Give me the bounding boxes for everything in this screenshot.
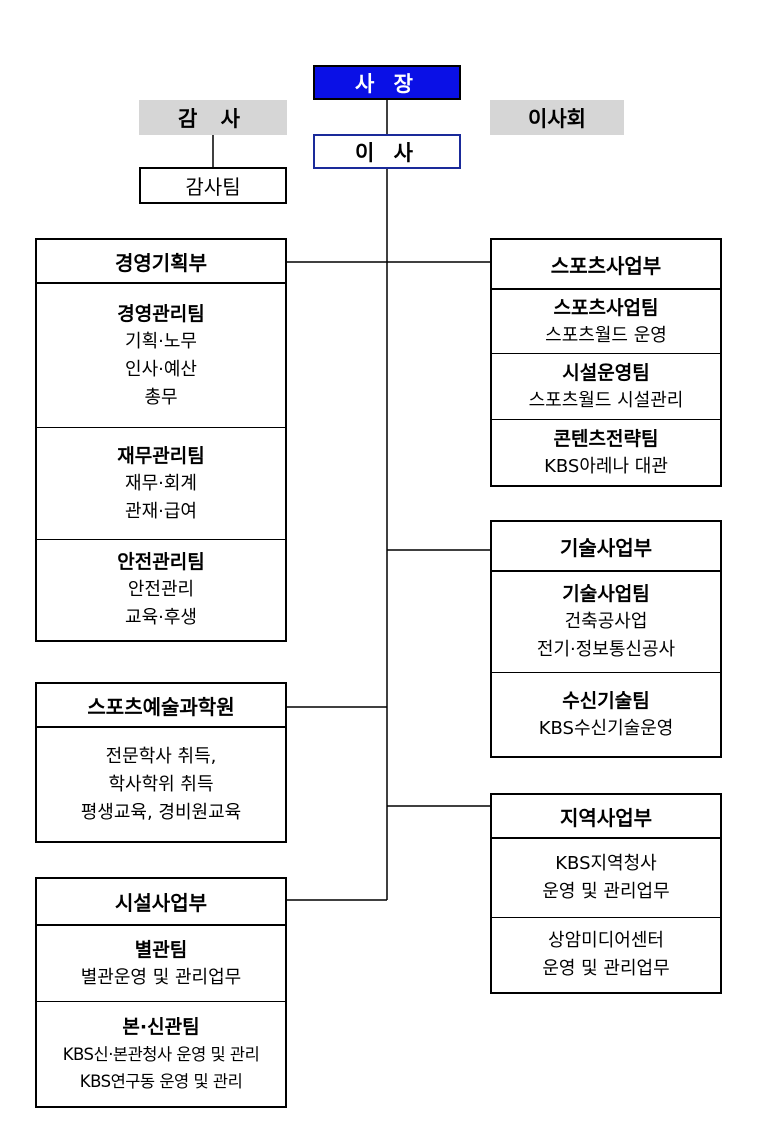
team-duty: 평생교육, 경비원교육 [80, 801, 242, 823]
team-duty: 교육·후생 [125, 607, 197, 628]
team-name: 기술사업팀 [562, 583, 650, 605]
team-duty: KBS신·본관청사 운영 및 관리 [62, 1045, 260, 1064]
team-name: 수신기술팀 [562, 689, 650, 712]
team-name: 콘텐츠전략팀 [553, 427, 659, 450]
team-duty: 총무 [144, 386, 178, 408]
sports-business-dept: 스포츠사업부 스포츠사업팀 스포츠월드 운영 시설운영팀 스포츠월드 시설관리 … [490, 238, 722, 487]
team-duty: 전문학사 취득, [105, 745, 217, 767]
sports-arts-academy: 스포츠예술과학원 전문학사 취득, 학사학위 취득 평생교육, 경비원교육 [35, 682, 287, 843]
team-duty: 운영 및 관리업무 [542, 881, 670, 902]
team-box: 상암미디어센터 운영 및 관리업무 [492, 918, 720, 992]
dept-name: 지역사업부 [492, 795, 720, 839]
team-name: 스포츠사업팀 [553, 296, 659, 319]
ceo-box: 사 장 [313, 65, 461, 100]
team-duty: KBS아레나 대관 [544, 455, 668, 477]
team-duty: 스포츠월드 운영 [545, 324, 667, 346]
team-duty: 운영 및 관리업무 [542, 958, 670, 979]
team-name: 안전관리팀 [117, 551, 205, 573]
management-planning-dept: 경영기획부 경영관리팀 기획·노무 인사·예산 총무 재무관리팀 재무·회계 관… [35, 238, 287, 642]
team-box: 기술사업팀 건축공사업 전기·정보통신공사 [492, 572, 720, 673]
team-box: 콘텐츠전략팀 KBS아레나 대관 [492, 420, 720, 485]
team-box: 수신기술팀 KBS수신기술운영 [492, 673, 720, 756]
team-duty: 인사·예산 [125, 358, 197, 380]
facility-business-dept: 시설사업부 별관팀 별관운영 및 관리업무 본·신관팀 KBS신·본관청사 운영… [35, 877, 287, 1108]
team-duty: KBS지역청사 [555, 853, 657, 874]
team-name: 재무관리팀 [117, 444, 205, 467]
team-duty: 상암미디어센터 [548, 930, 664, 951]
team-name: 본·신관팀 [122, 1016, 200, 1038]
auditor-box: 감 사 [139, 100, 287, 135]
director-box: 이 사 [313, 134, 461, 169]
dept-name: 경영기획부 [37, 240, 285, 284]
team-duty: KBS수신기술운영 [538, 717, 674, 739]
team-box: 본·신관팀 KBS신·본관청사 운영 및 관리 KBS연구동 운영 및 관리 [37, 1002, 285, 1106]
team-box: 시설운영팀 스포츠월드 시설관리 [492, 354, 720, 420]
board-box: 이사회 [490, 100, 624, 135]
team-duty: 관재·급여 [125, 500, 197, 522]
audit-team-box: 감사팀 [139, 167, 287, 204]
team-duty: 별관운영 및 관리업무 [80, 966, 242, 988]
dept-name: 스포츠사업부 [492, 240, 720, 290]
team-box: 별관팀 별관운영 및 관리업무 [37, 926, 285, 1002]
team-box: KBS지역청사 운영 및 관리업무 [492, 839, 720, 918]
team-box: 전문학사 취득, 학사학위 취득 평생교육, 경비원교육 [37, 728, 285, 841]
team-duty: 건축공사업 [564, 611, 648, 632]
regional-business-dept: 지역사업부 KBS지역청사 운영 및 관리업무 상암미디어센터 운영 및 관리업… [490, 793, 722, 994]
team-name: 별관팀 [134, 938, 188, 961]
team-duty: 학사학위 취득 [108, 773, 214, 795]
dept-name: 스포츠예술과학원 [37, 684, 285, 728]
team-box: 안전관리팀 안전관리 교육·후생 [37, 540, 285, 640]
technology-business-dept: 기술사업부 기술사업팀 건축공사업 전기·정보통신공사 수신기술팀 KBS수신기… [490, 520, 722, 758]
team-duty: 안전관리 [127, 579, 195, 600]
team-duty: 재무·회계 [125, 472, 197, 494]
team-duty: 기획·노무 [125, 330, 197, 352]
team-duty: KBS연구동 운영 및 관리 [79, 1072, 243, 1091]
team-box: 경영관리팀 기획·노무 인사·예산 총무 [37, 284, 285, 428]
team-name: 시설운영팀 [562, 361, 650, 384]
team-box: 재무관리팀 재무·회계 관재·급여 [37, 428, 285, 540]
dept-name: 기술사업부 [492, 522, 720, 572]
dept-name: 시설사업부 [37, 879, 285, 926]
team-name: 경영관리팀 [117, 302, 205, 325]
team-duty: 전기·정보통신공사 [536, 639, 676, 660]
team-box: 스포츠사업팀 스포츠월드 운영 [492, 290, 720, 354]
team-duty: 스포츠월드 시설관리 [528, 389, 684, 411]
